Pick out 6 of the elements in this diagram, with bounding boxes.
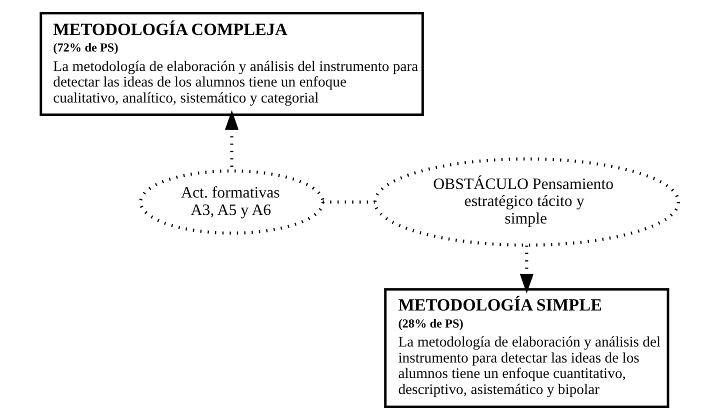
node-box: METODOLOGÍA SIMPLE (28% de PS) La metodología de elaboración y análisis del instrumento para detectar las ideas de los alumnos tiene un enfoque cuantitativo, descriptivo, asistemático y bipolar [384, 288, 670, 408]
arrow [520, 246, 534, 294]
node-box: METODOLOGÍA COMPLEJA (72% de PS) La metodología de elaboración y análisis del instrumento para detectar las ideas de los alumnos tiene un enfoque cualitativo, analítico, sistemático y categorial [40, 12, 424, 116]
node-ellipse: Act. formativas A3, A5 y A6 [139, 169, 324, 235]
connector [322, 200, 375, 204]
node-ellipse: OBSTÁCULO Pensamiento estratégico tácito y simple [373, 157, 680, 247]
